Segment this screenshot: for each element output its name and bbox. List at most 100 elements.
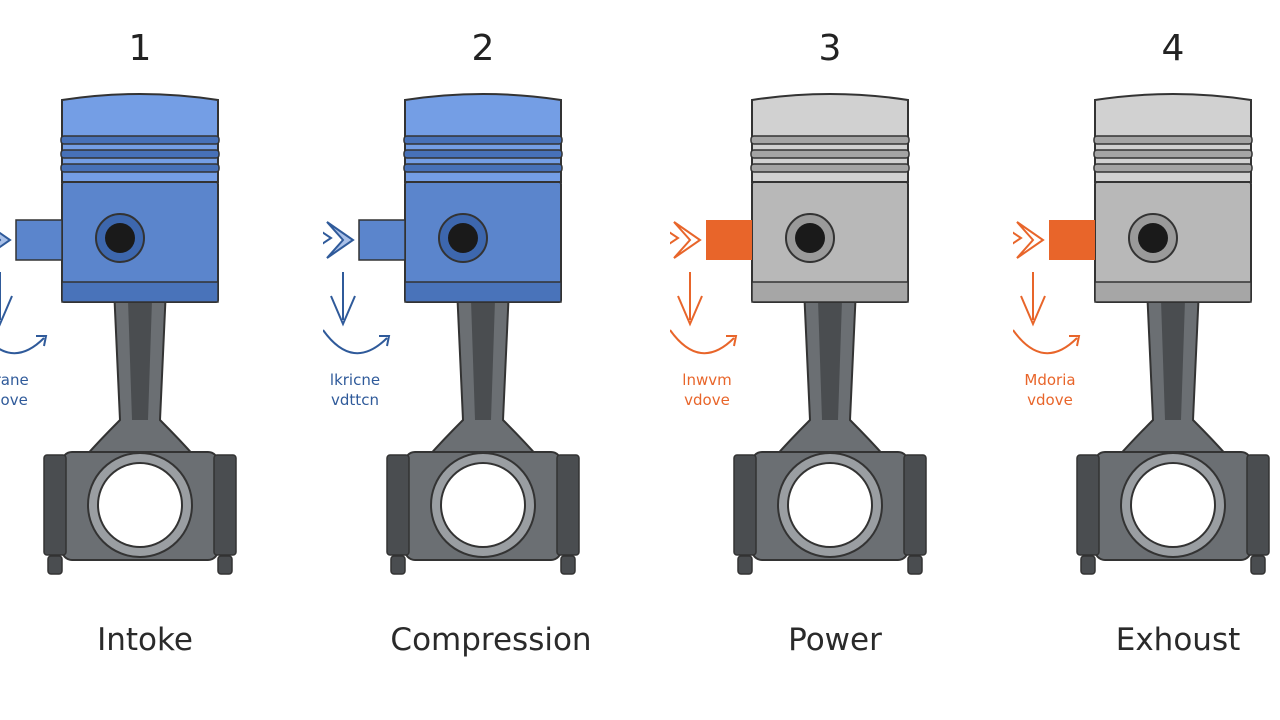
curved-arrow-icon: [1013, 329, 1078, 355]
stage-compression: 2 lkricne vdttcn Compression: [323, 0, 643, 720]
piston-ring: [60, 135, 220, 145]
piston-ring: [403, 135, 563, 145]
valve-label-line2: vdove: [684, 391, 730, 409]
valve-label-line1: lkricne: [329, 371, 381, 389]
piston-ring: [750, 149, 910, 159]
stage-number: 1: [128, 28, 152, 69]
piston-ring: [403, 163, 563, 173]
flow-chevron: [673, 221, 702, 259]
valve-port: [1049, 220, 1095, 260]
piston-assembly-intake: [0, 93, 237, 575]
stage-exhaust: 4 Mdoria vdove Exhoust: [1013, 0, 1280, 720]
stage-name: Compression: [390, 622, 592, 658]
piston: [1093, 93, 1253, 303]
valve-flow: [1013, 220, 1095, 355]
stage-number: 3: [818, 28, 842, 69]
piston-ring: [1093, 149, 1253, 159]
bolt-nut-right: [560, 555, 576, 575]
crank-bore: [97, 462, 183, 548]
bolt-right: [903, 454, 927, 556]
bolt-nut-left: [1080, 555, 1096, 575]
valve-label-line2: vdove: [0, 391, 28, 409]
piston-assembly-power: [670, 93, 927, 575]
piston-ring: [750, 135, 910, 145]
piston: [750, 93, 910, 303]
valve-label: lnwvm vdove: [662, 370, 752, 410]
curved-arrow-icon: [0, 337, 45, 355]
valve-label-line2: vdove: [1027, 391, 1073, 409]
piston-assembly-compression: [323, 93, 580, 575]
bolt-left: [386, 454, 410, 556]
connecting-rod: [733, 287, 927, 575]
rod-groove: [128, 300, 152, 420]
valve-port: [706, 220, 752, 260]
valve-label: lorane vdove: [0, 370, 50, 410]
valve-label-line1: Mdoria: [1024, 371, 1076, 389]
valve-flow: [670, 220, 752, 355]
bolt-left: [733, 454, 757, 556]
valve-port: [15, 219, 63, 261]
piston-base: [751, 281, 909, 303]
stage-number: 2: [471, 28, 495, 69]
piston-base: [61, 281, 219, 303]
piston-base: [1094, 281, 1252, 303]
stage-power: 3 lnwvm vdove Power: [670, 0, 990, 720]
stage-name: Intoke: [97, 622, 193, 658]
piston-base: [404, 281, 562, 303]
bolt-left: [1076, 454, 1100, 556]
flow-chevron: [326, 221, 355, 259]
curved-arrow-head: [36, 335, 48, 347]
down-arrow-icon: [330, 272, 356, 327]
connecting-rod: [386, 287, 580, 575]
stage-number: 4: [1161, 28, 1185, 69]
crank-bore: [787, 462, 873, 548]
bolt-right: [213, 454, 237, 556]
valve-label-line1: lnwvm: [682, 371, 732, 389]
valve-label: Mdoria vdove: [1005, 370, 1095, 410]
piston-ring: [403, 149, 563, 159]
valve-port: [358, 219, 406, 261]
flow-chevron: [1013, 231, 1023, 245]
flow-chevron: [670, 231, 680, 245]
curved-arrow-icon: [670, 329, 735, 355]
piston-ring: [1093, 135, 1253, 145]
flow-chevron: [0, 231, 12, 249]
curved-arrow-icon: [323, 329, 388, 355]
bolt-nut-left: [737, 555, 753, 575]
bolt-nut-right: [907, 555, 923, 575]
piston-ring: [1093, 163, 1253, 173]
stage-name: Power: [788, 622, 882, 658]
wrist-pin: [1138, 223, 1168, 253]
valve-label: lkricne vdttcn: [310, 370, 400, 410]
stage-name: Exhoust: [1115, 622, 1241, 658]
wrist-pin: [448, 223, 478, 253]
connecting-rod: [1076, 287, 1270, 575]
wrist-pin: [795, 223, 825, 253]
piston-ring: [750, 163, 910, 173]
valve-flow: [323, 219, 406, 355]
connecting-rod: [43, 287, 237, 575]
down-arrow-icon: [0, 272, 13, 327]
valve-label-line1: lorane: [0, 371, 29, 389]
bolt-nut-left: [390, 555, 406, 575]
piston-ring: [60, 163, 220, 173]
valve-flow: [0, 219, 63, 355]
curved-arrow-head: [1069, 335, 1081, 347]
bolt-right: [1246, 454, 1270, 556]
rod-groove: [1161, 300, 1185, 420]
piston: [60, 93, 220, 303]
down-arrow-icon: [677, 272, 703, 327]
bolt-left: [43, 454, 67, 556]
curved-arrow-head: [726, 335, 738, 347]
piston-assembly-exhaust: [1013, 93, 1270, 575]
bolt-nut-right: [1250, 555, 1266, 575]
piston-ring: [60, 149, 220, 159]
rod-groove: [818, 300, 842, 420]
crank-bore: [1130, 462, 1216, 548]
valve-label-line2: vdttcn: [331, 391, 379, 409]
wrist-pin: [105, 223, 135, 253]
down-arrow-icon: [1020, 272, 1046, 327]
curved-arrow-head: [379, 335, 391, 347]
flow-chevron: [1016, 221, 1045, 259]
